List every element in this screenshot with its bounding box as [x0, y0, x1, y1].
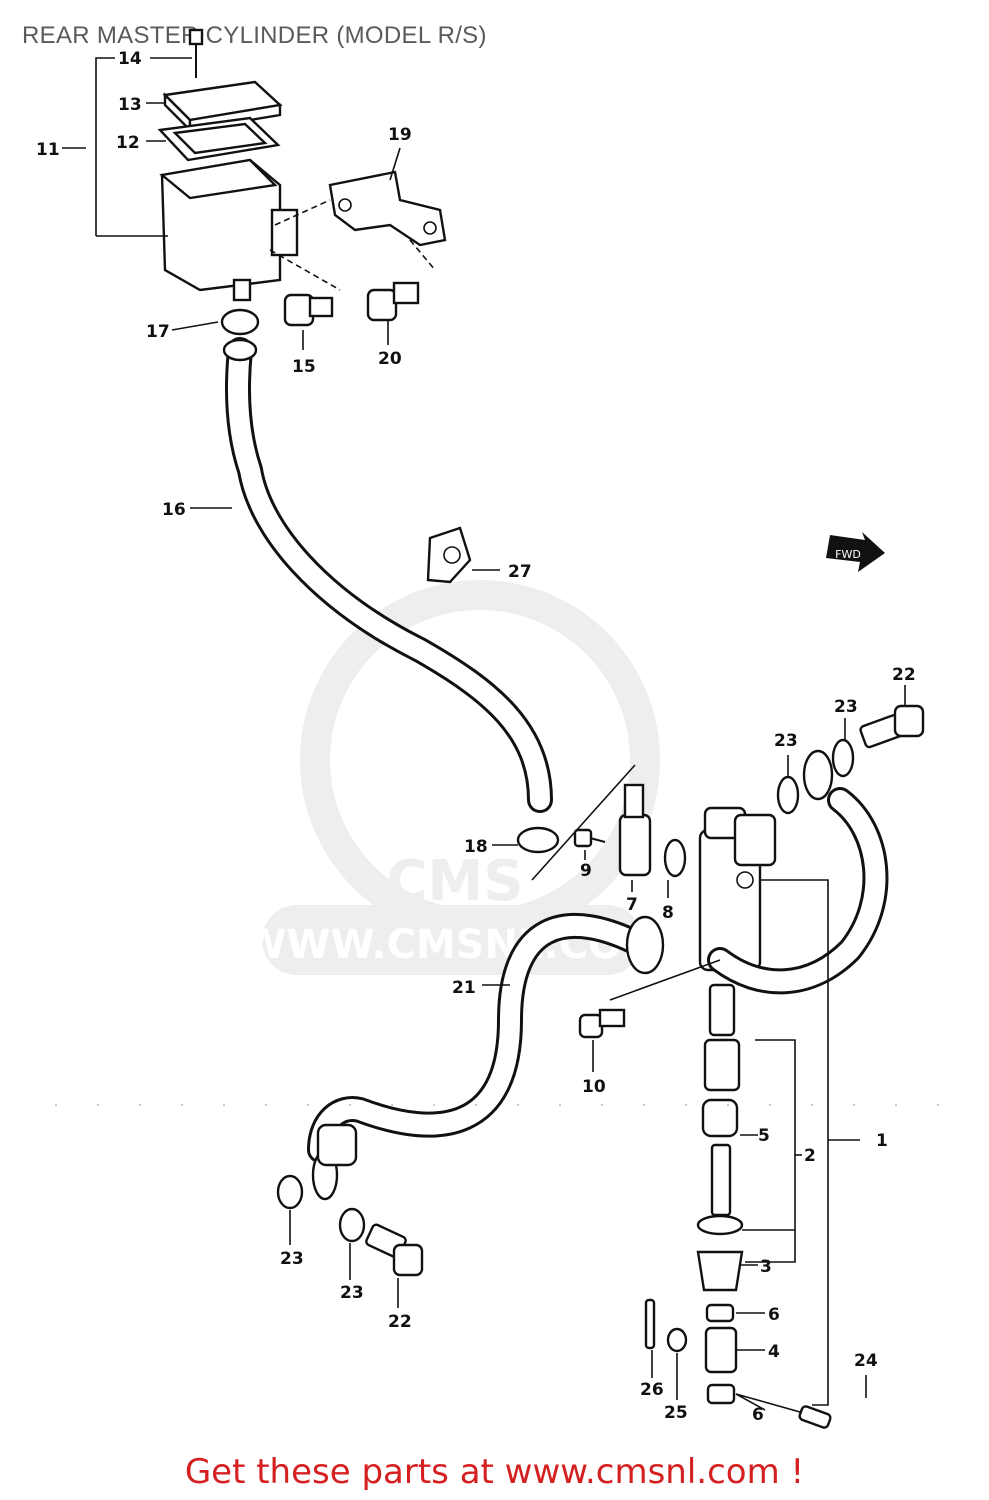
washer-23-b: [831, 738, 855, 778]
callout-25: 25: [664, 1403, 688, 1423]
callout-4: 4: [768, 1342, 780, 1362]
hose-guide-27: [426, 526, 472, 584]
nut-6-upper: [705, 1303, 735, 1323]
callout-8: 8: [662, 903, 674, 923]
fwd-arrow-label: FWD: [835, 548, 861, 561]
reservoir-hose: [225, 337, 553, 813]
pin-26: [644, 1298, 656, 1350]
bolt-20: [366, 281, 420, 322]
reservoir-body: [159, 158, 299, 302]
washer-23-d: [338, 1207, 366, 1243]
screw-9: [573, 828, 606, 848]
callout-6-upper: 6: [768, 1305, 780, 1325]
washer-25: [666, 1327, 688, 1353]
callout-2: 2: [804, 1146, 816, 1166]
master-cylinder-body: [698, 806, 777, 972]
leader-lines: [62, 57, 906, 1413]
callout-23-c: 23: [280, 1249, 304, 1269]
washer-23-c: [276, 1174, 304, 1210]
reservoir-cap-screw: [188, 28, 204, 78]
callout-19: 19: [388, 125, 412, 145]
callout-15: 15: [292, 357, 316, 377]
callout-labels: 1 2 3 4 5 6 6 7 8 9 10 11 12 13 14 15 16…: [36, 49, 916, 1425]
callout-23-b: 23: [834, 697, 858, 717]
footer-cta-link[interactable]: Get these parts at www.cmsnl.com !: [184, 1452, 805, 1492]
hose-banjo-lower: [311, 1123, 358, 1201]
hose-clamp-17: [220, 308, 260, 362]
callout-9: 9: [580, 861, 592, 881]
page-title: REAR MASTER CYLINDER (MODEL R/S): [22, 22, 487, 49]
bolt-10: [578, 1008, 626, 1039]
watermark-logo-text: CMS: [386, 849, 523, 914]
banjo-bolt-22-b: [365, 1223, 424, 1277]
callout-20: 20: [378, 349, 402, 369]
callout-12: 12: [116, 133, 140, 153]
callout-1: 1: [876, 1131, 888, 1151]
bolt-15: [283, 293, 334, 327]
callout-3: 3: [760, 1257, 772, 1277]
callout-13: 13: [118, 95, 142, 115]
hose-banjo-upper: [625, 749, 834, 975]
callout-11: 11: [36, 140, 60, 160]
banjo-bolt-22-a: [859, 704, 925, 749]
callout-7: 7: [626, 895, 638, 915]
reservoir-bracket: [328, 170, 447, 247]
callout-6-lower: 6: [752, 1405, 764, 1425]
callout-23-a: 23: [774, 731, 798, 751]
clevis-4: [704, 1326, 738, 1374]
nut-6-lower: [706, 1383, 736, 1405]
callout-27: 27: [508, 562, 532, 582]
hose-clamp-18: [516, 826, 560, 854]
brake-hose: [307, 787, 889, 1163]
piston-spring-stack: [696, 983, 744, 1292]
callout-10: 10: [582, 1077, 606, 1097]
callout-14: 14: [118, 49, 142, 69]
callout-24: 24: [854, 1351, 878, 1371]
washer-23-a: [776, 775, 800, 815]
o-ring-8: [663, 838, 687, 878]
callout-17: 17: [146, 322, 170, 342]
callout-23-d: 23: [340, 1283, 364, 1303]
union-joint: [618, 783, 652, 877]
callout-22-upper: 22: [892, 665, 916, 685]
exploded-parts-diagram: CMS WWW.CMSNL.COM: [36, 28, 950, 1429]
callout-22-lower: 22: [388, 1312, 412, 1332]
callout-16: 16: [162, 500, 186, 520]
fwd-arrow: FWD: [826, 532, 885, 572]
pin-24: [798, 1405, 832, 1429]
callout-5: 5: [758, 1126, 770, 1146]
callout-26: 26: [640, 1380, 664, 1400]
callout-18: 18: [464, 837, 488, 857]
reservoir-diaphragm: [157, 116, 281, 162]
callout-21: 21: [452, 978, 476, 998]
